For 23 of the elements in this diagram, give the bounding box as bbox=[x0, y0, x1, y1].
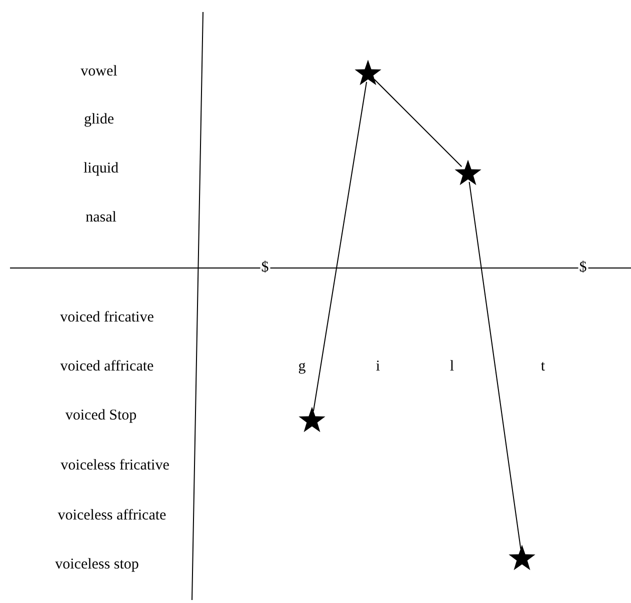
category-label: voiceless stop bbox=[55, 558, 139, 572]
category-label: voiceless affricate bbox=[58, 508, 166, 524]
segment-label: i bbox=[376, 360, 380, 374]
star-marker bbox=[508, 544, 536, 572]
star-marker bbox=[454, 159, 482, 187]
category-label: voiced affricate bbox=[60, 360, 154, 374]
star-marker bbox=[298, 406, 326, 434]
syllable-boundary-label: $ bbox=[578, 260, 588, 276]
category-label: glide bbox=[84, 112, 114, 128]
connector-line bbox=[468, 181, 522, 550]
category-label: nasal bbox=[86, 210, 116, 226]
connector-line bbox=[374, 78, 462, 168]
segment-label: t bbox=[540, 360, 546, 374]
category-label: liquid bbox=[84, 162, 118, 176]
segment-label: l bbox=[450, 360, 454, 374]
connector-line bbox=[312, 81, 368, 412]
syllable-boundary-label: $ bbox=[260, 260, 270, 276]
category-label: voiceless fricative bbox=[60, 458, 170, 474]
category-label: voiced fricative bbox=[60, 310, 154, 326]
category-label: voiced Stop bbox=[65, 408, 137, 424]
segment-label: g bbox=[298, 360, 306, 374]
star-marker bbox=[354, 59, 382, 87]
category-label: vowel bbox=[80, 64, 118, 80]
